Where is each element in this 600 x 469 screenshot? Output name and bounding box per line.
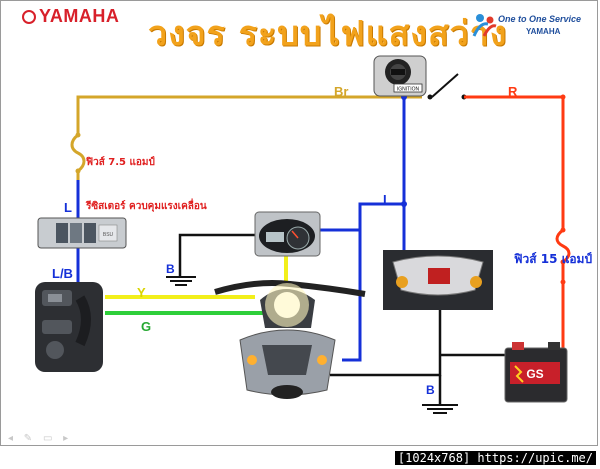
- label-fuse-big: ฟิวส์ 15 แอมป์: [514, 252, 593, 266]
- label-b-ground: B: [426, 383, 435, 397]
- switch-terminal-left: [427, 94, 433, 100]
- battery-brand: GS: [526, 367, 543, 381]
- label-lb: L/B: [52, 266, 73, 281]
- service-line1: One to One Service: [498, 14, 582, 24]
- ignition-switch-contact: [431, 73, 459, 98]
- label-b-meter: B: [166, 262, 175, 276]
- label-y: Y: [137, 285, 146, 300]
- slide-controls[interactable]: ◂ ✎ ▭ ▸: [8, 433, 73, 444]
- wire-black-ground: [330, 310, 442, 377]
- yamaha-logo: YAMAHA: [22, 6, 119, 27]
- label-l-left: L: [64, 200, 72, 215]
- tuning-fork-icon: [22, 10, 36, 24]
- watermark: [1024x768] https://upic.me/: [394, 451, 596, 465]
- fuse-big-icon: [555, 228, 571, 264]
- taillight-icon: [383, 250, 493, 310]
- label-g: G: [141, 319, 152, 334]
- service-people-icon: [472, 14, 497, 37]
- fuse-small-icon: [70, 133, 86, 173]
- label-resistor: รีซิสเตอร์ ควบคุมแรงเคลื่อน: [86, 201, 207, 212]
- label-br: Br: [334, 84, 349, 99]
- handlebar-switch-icon: [35, 282, 103, 372]
- service-line2: YAMAHA: [526, 27, 561, 36]
- wire-red-lower: [545, 262, 565, 357]
- brand-text: YAMAHA: [39, 6, 120, 26]
- wire-blue-meter: [342, 202, 404, 362]
- wire-black-meter: [178, 233, 255, 277]
- scooter-icon: [214, 280, 366, 399]
- label-r: R: [508, 84, 518, 99]
- resistor-module-icon: BSU: [37, 217, 127, 249]
- ignition-label: IGNITION: [397, 87, 420, 93]
- label-fuse-small: ฟิวส์ 7.5 แอมป์: [86, 157, 155, 168]
- wire-red: [464, 95, 565, 230]
- service-logo: One to One Service YAMAHA: [470, 8, 590, 42]
- speedometer-icon: [254, 211, 321, 257]
- resistor-text: BSU: [103, 232, 114, 238]
- wire-brown: [76, 95, 422, 135]
- ignition-key-icon: IGNITION: [373, 55, 427, 97]
- label-l-right: L: [383, 192, 391, 207]
- battery-icon: GS: [504, 342, 568, 403]
- page-title: วงจร ระบบไฟแสงสว่าง: [148, 14, 508, 54]
- wiring-diagram: IGNITION BSU: [35, 55, 571, 414]
